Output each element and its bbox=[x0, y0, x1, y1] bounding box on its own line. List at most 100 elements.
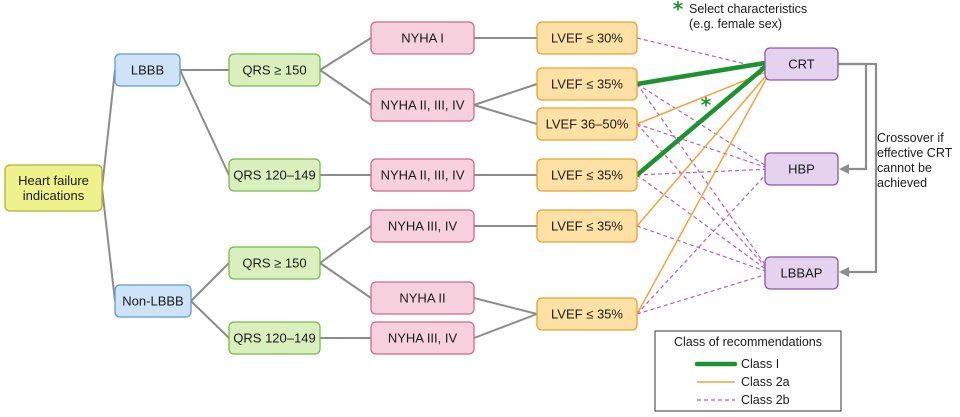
node-label-nonlbbb: Non-LBBB bbox=[122, 294, 183, 309]
crossover-arrows bbox=[838, 62, 878, 277]
node-l5: LVEF ≤ 35% bbox=[536, 209, 638, 243]
node-hbp: HBP bbox=[764, 152, 839, 186]
crossover-arrow-to-lbbap bbox=[838, 62, 878, 277]
rec-line-class2b-l2-hbp bbox=[636, 83, 772, 170]
rec-line-class2b-l4-lbbap bbox=[636, 174, 772, 274]
connector-root-lbbb bbox=[101, 69, 116, 189]
node-lbbb: LBBB bbox=[114, 53, 181, 87]
node-box-q4 bbox=[228, 321, 321, 355]
node-q3: QRS ≥ 150 bbox=[228, 246, 321, 280]
node-label-lbbap: LBBAP bbox=[781, 266, 823, 281]
node-label-n4: NYHA III, IV bbox=[388, 219, 458, 234]
connector-q1-n2 bbox=[319, 69, 372, 106]
node-box-l2 bbox=[536, 67, 638, 101]
node-box-lbbap bbox=[764, 256, 839, 290]
asterisk-icon: * bbox=[701, 93, 712, 117]
select-characteristics-note: * Select characteristics (e.g. female se… bbox=[673, 0, 807, 31]
node-box-n2 bbox=[370, 88, 475, 122]
node-label-l4: LVEF ≤ 35% bbox=[551, 168, 623, 183]
node-box-q3 bbox=[228, 246, 321, 280]
legend-label-class1: Class I bbox=[741, 357, 779, 371]
legend: Class of recommendations Class I Class 2… bbox=[654, 330, 842, 412]
node-box-n5 bbox=[370, 281, 475, 315]
connector-n2-l2 bbox=[473, 83, 538, 106]
node-label-hbp: HBP bbox=[788, 162, 815, 177]
node-nonlbbb: Non-LBBB bbox=[114, 284, 192, 318]
node-label-n5: NYHA II bbox=[399, 291, 445, 306]
rec-line-class2b-l4-hbp bbox=[636, 168, 772, 176]
node-q2: QRS 120–149 bbox=[228, 158, 321, 192]
node-l6: LVEF ≤ 35% bbox=[536, 297, 638, 331]
rec-line-class2b-l3-lbbap bbox=[636, 123, 772, 274]
node-box-l5 bbox=[536, 209, 638, 243]
node-label-n1: NYHA I bbox=[401, 31, 444, 46]
node-label-l6: LVEF ≤ 35% bbox=[551, 307, 623, 322]
node-label-lbbb: LBBB bbox=[131, 63, 164, 78]
node-label-q2: QRS 120–149 bbox=[233, 168, 315, 183]
connector-q3-n5 bbox=[319, 262, 372, 299]
node-box-l1 bbox=[536, 21, 638, 55]
rec-line-class2a-l6-crt bbox=[636, 69, 772, 315]
connector-q3-n4 bbox=[319, 225, 372, 264]
node-l2: LVEF ≤ 35% bbox=[536, 67, 638, 101]
rec-line-class2b-l5-lbbap bbox=[636, 225, 772, 274]
rec-line-class2b-l3-hbp bbox=[636, 123, 772, 170]
node-label-q1: QRS ≥ 150 bbox=[242, 63, 306, 78]
select-characteristics-line2: (e.g. female sex) bbox=[689, 17, 782, 31]
node-label-q4: QRS 120–149 bbox=[233, 331, 315, 346]
node-box-crt bbox=[764, 47, 839, 81]
node-box-l6 bbox=[536, 297, 638, 331]
node-box-q2 bbox=[228, 158, 321, 192]
recommendation-connectors bbox=[634, 37, 774, 315]
node-n3: NYHA II, III, IV bbox=[370, 158, 475, 192]
node-crt: CRT bbox=[764, 47, 839, 81]
connector-nonlbbb-q3 bbox=[190, 262, 230, 302]
node-label-l2: LVEF ≤ 35% bbox=[551, 77, 623, 92]
node-box-n6 bbox=[370, 321, 475, 355]
node-box-root bbox=[4, 164, 103, 212]
connector-nonlbbb-q4 bbox=[190, 300, 230, 339]
legend-label-class2b: Class 2b bbox=[741, 393, 790, 407]
legend-box bbox=[654, 330, 842, 412]
node-q1: QRS ≥ 150 bbox=[228, 53, 321, 87]
connector-root-nonlbbb bbox=[101, 187, 116, 302]
asterisk-icon: * bbox=[673, 0, 684, 21]
connector-n6-l6 bbox=[473, 313, 538, 339]
node-n4: NYHA III, IV bbox=[370, 209, 475, 243]
rec-line-class1-l2-crt bbox=[634, 59, 774, 87]
node-box-n4 bbox=[370, 209, 475, 243]
node-n5: NYHA II bbox=[370, 281, 475, 315]
rec-line-class2b-l6-hbp bbox=[636, 168, 772, 315]
crossover-arrow-to-hbp bbox=[838, 62, 868, 174]
node-box-nonlbbb bbox=[114, 284, 192, 318]
connector-n5-l6 bbox=[473, 297, 538, 315]
node-n6: NYHA III, IV bbox=[370, 321, 475, 355]
node-label-l3: LVEF 36–50% bbox=[546, 117, 629, 132]
node-label-crt: CRT bbox=[788, 57, 815, 72]
node-l3: LVEF 36–50% bbox=[536, 107, 638, 141]
node-box-hbp bbox=[764, 152, 839, 186]
node-label-l1: LVEF ≤ 30% bbox=[551, 31, 623, 46]
tree-connectors bbox=[101, 37, 538, 339]
node-l4: LVEF ≤ 35% bbox=[536, 158, 638, 192]
node-l1: LVEF ≤ 30% bbox=[536, 21, 638, 55]
node-label-n3: NYHA II, III, IV bbox=[381, 168, 465, 183]
connector-q1-n1 bbox=[319, 37, 372, 71]
connector-n2-l3 bbox=[473, 104, 538, 125]
legend-label-class2a: Class 2a bbox=[741, 375, 790, 389]
node-box-l3 bbox=[536, 107, 638, 141]
select-characteristics-line1: Select characteristics bbox=[689, 2, 807, 16]
node-box-l4 bbox=[536, 158, 638, 192]
rec-line-class2a-l5-crt bbox=[636, 69, 772, 227]
rec-line-class2b-l6-lbbap bbox=[636, 272, 772, 315]
node-label-l5: LVEF ≤ 35% bbox=[551, 219, 623, 234]
node-label-n2: NYHA II, III, IV bbox=[381, 98, 465, 113]
rec-line-class1-l4-crt bbox=[634, 59, 774, 178]
connector-lbbb-q2 bbox=[179, 69, 230, 176]
node-n2: NYHA II, III, IV bbox=[370, 88, 475, 122]
